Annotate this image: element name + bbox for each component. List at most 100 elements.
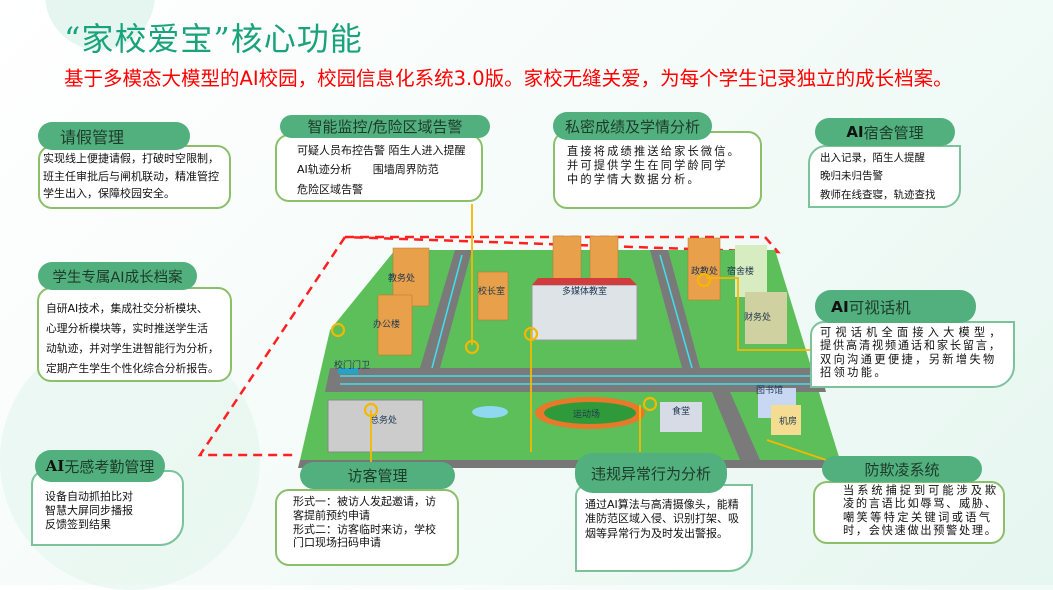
- card-title: 智能监控/危险区域告警: [280, 115, 490, 138]
- connector-line: [766, 439, 827, 461]
- map-label: 图书馆: [756, 384, 783, 396]
- card-line: 定期产生学生个性化综合分析报告。: [46, 361, 219, 375]
- card-line: 准防范区域入侵、识别打架、吸: [585, 512, 739, 526]
- card-line: 形式一：被访人发起邀请，访: [293, 495, 436, 508]
- connector-line: [706, 277, 815, 351]
- network-line: [659, 254, 693, 369]
- map-label: 财务处: [744, 311, 771, 323]
- card-body: 当系统捕捉到可能涉及欺 凌的言语比如辱骂、威胁、 嘲笑等特定关键词或语气 时，会…: [813, 481, 1005, 544]
- building: [735, 245, 767, 297]
- marker-ring: [330, 322, 346, 338]
- card-line: 形式二：访客临时来访，学校: [293, 522, 436, 536]
- gate: [338, 368, 358, 374]
- card-line: 中的学情大数据分析。: [567, 173, 701, 186]
- card-line: 反馈签到结果: [45, 517, 111, 531]
- network-line: [431, 254, 463, 369]
- page-subtitle: 基于多模态大模型的AI校园，校园信息化系统3.0版。家校无缝关爱，为每个学生记录…: [64, 67, 953, 90]
- building: [745, 292, 787, 344]
- map-label: 校长室: [478, 285, 505, 297]
- card-body: 形式一：被访人发起邀请，访 客提前预约申请 形式二：访客临时来访，学校 门口现场…: [275, 489, 459, 566]
- card-line: 并可提供学生在同学龄同学: [567, 159, 728, 172]
- card-line: 客提前预约申请: [293, 508, 370, 522]
- marker-ring: [696, 272, 712, 288]
- building-roof: [532, 278, 637, 285]
- card-line: 出入记录，陌生人提醒: [820, 152, 925, 164]
- card-body: 直接将成绩推送给家长微信。 并可提供学生在同学龄同学 中的学情大数据分析。: [553, 131, 762, 209]
- map-label: 多媒体教室: [562, 285, 607, 297]
- ai-prefix: AI: [846, 123, 864, 141]
- card-line: 晚归未归告警: [820, 170, 883, 183]
- card-line: 自研AI技术，集成社交分析模块、: [46, 302, 208, 315]
- card-line: 班主任审批后与闸机联动，精准管控: [43, 169, 219, 183]
- map-label: 办公楼: [373, 318, 400, 330]
- card-line: 烟等异常行为及时发出警报。: [585, 526, 728, 540]
- card-line: 门口现场扫码申请: [293, 536, 381, 550]
- marker-ring: [523, 326, 539, 342]
- card-line: 直接将成绩推送给家长微信。: [567, 145, 742, 158]
- card-title-text: 宿舍管理: [863, 123, 924, 142]
- building: [552, 235, 582, 287]
- road: [420, 250, 472, 368]
- card-line: 嘲笑等特定关键词或语气: [843, 510, 993, 524]
- card-body: 出入记录，陌生人提醒 晚归未归告警 教师在线查寝，轨迹查找: [808, 145, 961, 208]
- map-label: 机房: [779, 415, 797, 427]
- map-label: 食堂: [672, 405, 690, 417]
- building: [531, 284, 638, 341]
- card-title: 请假管理: [38, 122, 190, 150]
- ai-prefix: AI: [45, 457, 65, 475]
- card-line: 通过AI算法与高清摄像头，能精: [585, 498, 739, 511]
- card-line: 提供高清视频通话和家长留言，: [820, 339, 1002, 353]
- card-line: 凌的言语比如辱骂、威胁、: [843, 497, 998, 511]
- marker-ring: [642, 396, 658, 412]
- card-body: 可疑人员布控告警 陌生人进入提醒 AI轨迹分析 围墙周界防范 危险区域告警: [275, 134, 483, 202]
- page-title: “家校爱宝”核心功能: [64, 20, 363, 58]
- card-line: 心理分析模块等，实时推送学生活: [46, 321, 208, 335]
- fountain: [472, 406, 508, 418]
- card-line: 可视话机全面接入大模型，: [820, 326, 1005, 339]
- road: [712, 392, 760, 460]
- building: [771, 405, 801, 435]
- card-line: 危险区域告警: [297, 182, 363, 196]
- card-line: 教师在线查寝，轨迹查找: [820, 188, 936, 201]
- campus-ground: [300, 250, 840, 460]
- card-title: 私密成绩及学情分析: [553, 112, 712, 140]
- card-title: 防欺凌系统: [822, 456, 982, 482]
- card-body: 可视话机全面接入大模型， 提供高清视频通话和家长留言， 双向沟通更便捷，另新增失…: [810, 321, 1015, 388]
- card-title: 违规异常行为分析: [575, 453, 727, 493]
- card-line: 学生出入，保障校园安全。: [43, 187, 175, 201]
- map-boundary-dashed: [197, 236, 347, 457]
- card-line: 当系统捕捉到可能涉及欺: [843, 484, 1000, 497]
- card-body: 通过AI算法与高清摄像头，能精 准防范区域入侵、识别打架、吸 烟等异常行为及时发…: [575, 484, 753, 572]
- card-title-text: 无感考勤管理: [64, 457, 155, 476]
- card-title: 访客管理: [300, 462, 455, 489]
- card-line: 智慧大屏同步播报: [45, 503, 133, 517]
- map-label: 校门门卫: [334, 359, 370, 371]
- card-line: 招领功能。: [820, 366, 888, 380]
- building: [660, 402, 702, 432]
- card-line: 实现线上便捷请假，打破时空限制，: [43, 152, 219, 165]
- road: [325, 368, 826, 392]
- card-body: 实现线上便捷请假，打破时空限制， 班主任审批后与闸机联动，精准管控 学生出入，保…: [38, 145, 231, 209]
- card-body: 自研AI技术，集成社交分析模块、 心理分析模块等，实时推送学生活 动轨迹，并对学…: [37, 287, 232, 382]
- card-line: 设备自动抓拍比对: [45, 490, 133, 503]
- card-line: 时，会快速做出预警处理。: [843, 524, 998, 538]
- map-label: 政教处: [691, 265, 718, 277]
- marker-ring: [363, 402, 379, 418]
- card-line: 双向沟通更便捷，另新增失物: [820, 352, 997, 366]
- building: [327, 399, 424, 453]
- ai-prefix: AI: [831, 297, 849, 316]
- building: [477, 271, 509, 321]
- card-title-text: 可视话机: [848, 298, 911, 317]
- map-label: 教务处: [388, 272, 415, 284]
- card-line: AI轨迹分析 围墙周界防范: [297, 163, 439, 177]
- card-line: 动轨迹，并对学生进智能行为分析，: [46, 341, 219, 355]
- card-title: 学生专属AI成长档案: [38, 262, 197, 290]
- building: [687, 237, 721, 301]
- sports-field-grass: [544, 402, 636, 424]
- map-label: 宿舍楼: [727, 265, 754, 277]
- card-line: 可疑人员布控告警 陌生人进入提醒: [297, 144, 466, 157]
- marker-ring: [464, 339, 480, 355]
